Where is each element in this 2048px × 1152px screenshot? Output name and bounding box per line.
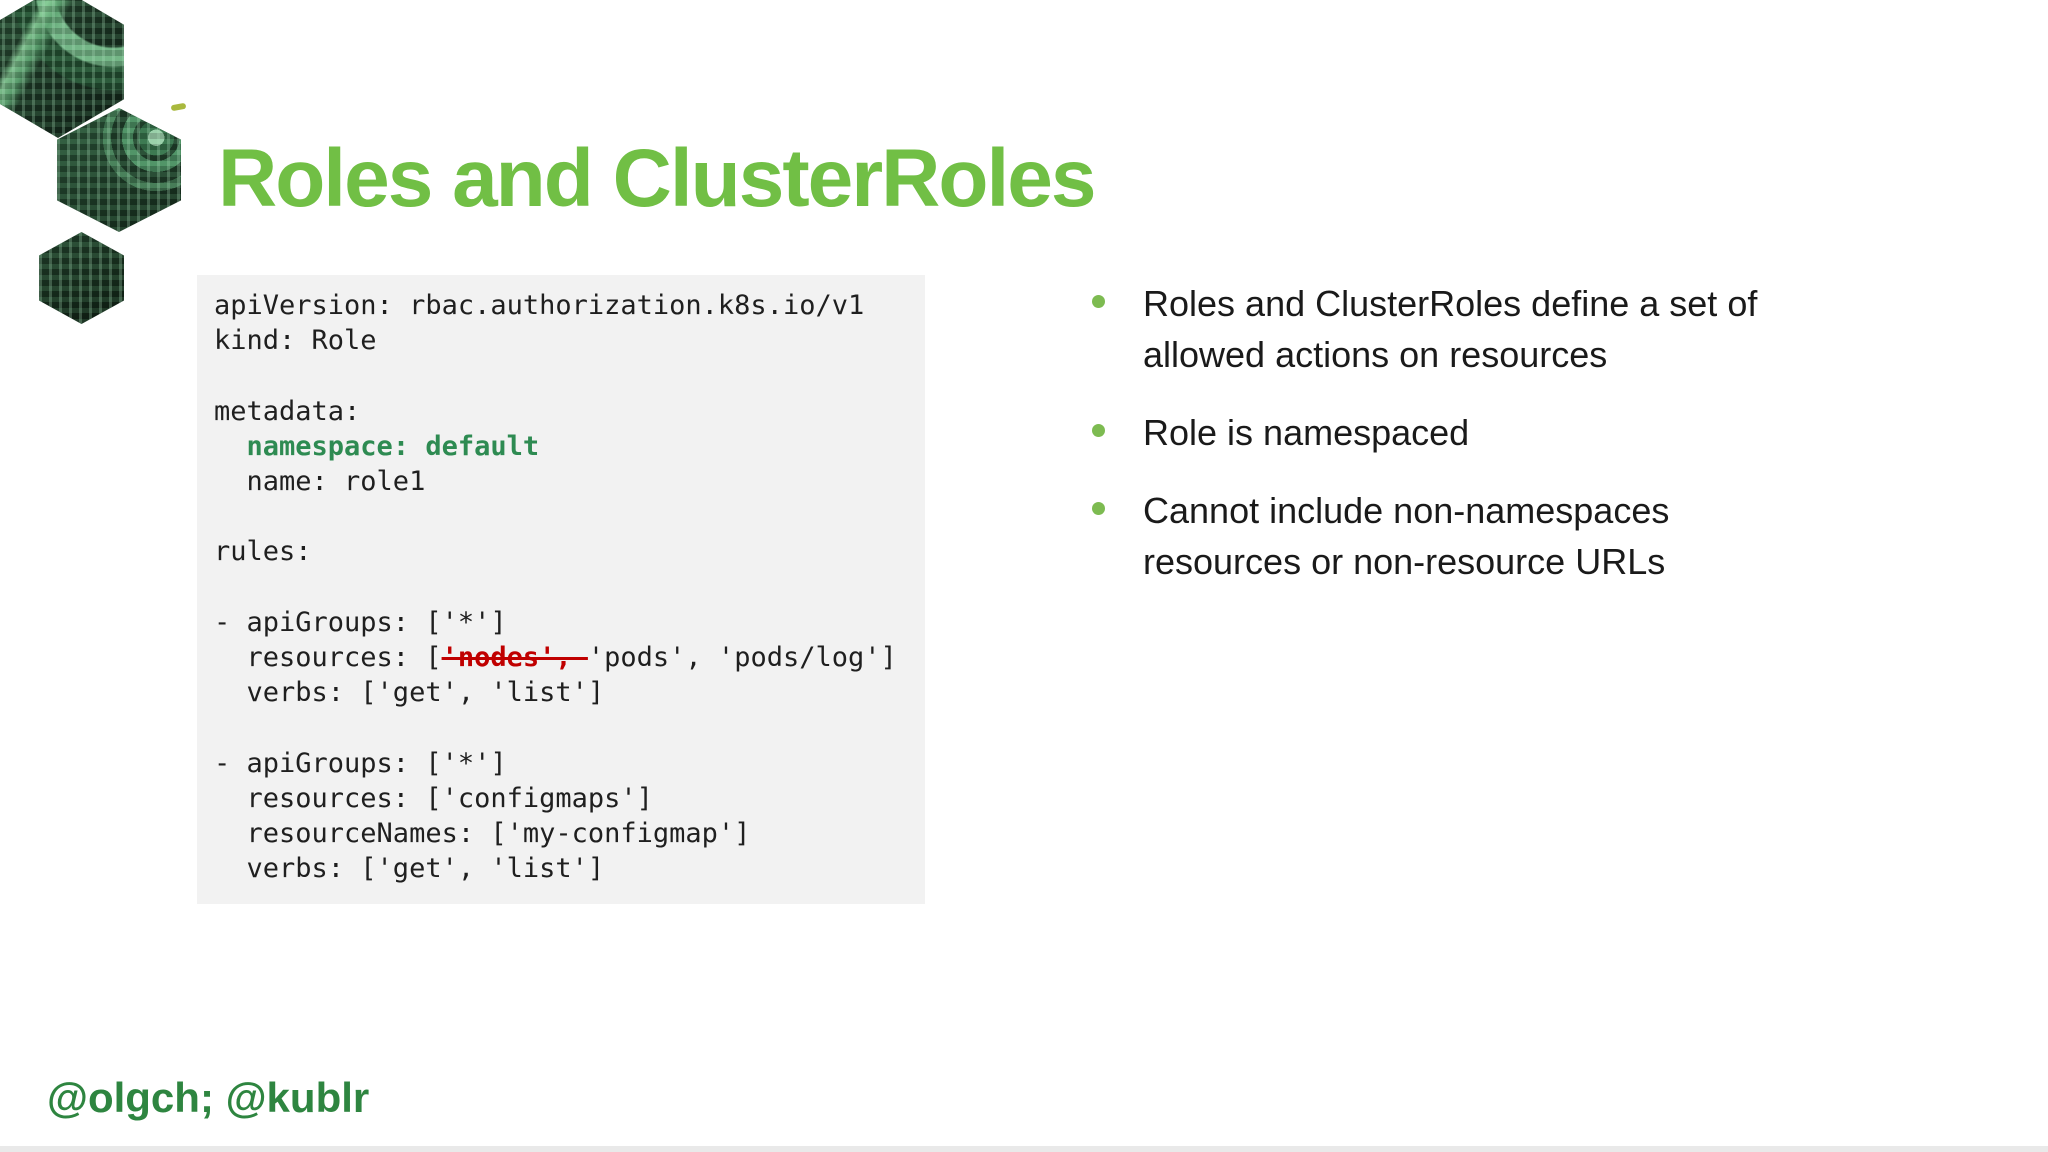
code-segment: resources: ['configmaps'] [214,782,653,814]
logo-hexagon-texture [39,232,124,324]
code-line: resources: ['nodes', 'pods', 'pods/log'] [214,640,915,675]
footer-handles: @olgch; @kublr [47,1074,370,1121]
bullet-item: Role is namespaced [1086,407,1896,458]
code-segment: rules: [214,536,312,568]
bullet-text: resources or non-resource URLs [1143,541,1666,582]
code-line: rules: [214,534,915,569]
code-segment: name: role1 [214,466,426,498]
code-line [214,710,915,745]
code-panel: apiVersion: rbac.authorization.k8s.io/v1… [197,275,925,904]
code-segment: verbs: ['get', 'list'] [214,677,605,709]
code-line [214,358,915,393]
code-line: - apiGroups: ['*'] [214,605,915,640]
code-line: verbs: ['get', 'list'] [214,851,915,886]
code-segment [214,431,247,462]
code-segment: metadata: [214,395,361,427]
bottom-strip [0,1146,2048,1152]
bullet-item: Cannot include non-namespaces resources o… [1086,485,1896,587]
code-segment: 'nodes', [441,642,588,674]
code-segment: apiVersion: rbac.authorization.k8s.io/v1 [214,290,865,321]
code-segment: kind: Role [214,325,377,357]
code-line: apiVersion: rbac.authorization.k8s.io/v1 [214,288,915,323]
logo-hexagon-bottom [39,232,124,324]
code-line [214,570,915,605]
bullet-item: Roles and ClusterRoles define a set of al… [1086,278,1896,380]
code-segment: resourceNames: ['my-configmap'] [214,818,751,850]
logo-dash-icon [170,102,187,112]
code-segment: - apiGroups: ['*'] [214,747,507,779]
code-line: namespace: default [214,429,915,464]
bullet-text: Role is namespaced [1143,412,1470,453]
code-segment: resources: [ [214,642,442,674]
bullet-list: Roles and ClusterRoles define a set of al… [1086,278,1896,614]
bullet-text: allowed actions on resources [1143,334,1608,375]
code-line: name: role1 [214,464,915,499]
code-segment: verbs: ['get', 'list'] [214,853,605,885]
page-title: Roles and ClusterRoles [218,133,1096,224]
code-line: resourceNames: ['my-configmap'] [214,816,915,851]
code-line: resources: ['configmaps'] [214,781,915,816]
bullet-text: Roles and ClusterRoles define a set of [1143,283,1758,324]
bullet-text: Cannot include non-namespaces [1143,490,1670,531]
code-line: verbs: ['get', 'list'] [214,675,915,710]
code-segment: namespace: default [246,430,540,462]
logo-hexagon-top [0,0,124,138]
code-line: metadata: [214,394,915,429]
code-line: kind: Role [214,323,915,358]
bullet-dot-icon [1092,295,1105,308]
code-line: - apiGroups: ['*'] [214,746,915,781]
code-line [214,499,915,534]
code-segment: 'pods', 'pods/log'] [587,642,897,674]
bullet-dot-icon [1092,502,1105,515]
code-segment: - apiGroups: ['*'] [214,606,507,638]
bullet-dot-icon [1092,424,1105,437]
